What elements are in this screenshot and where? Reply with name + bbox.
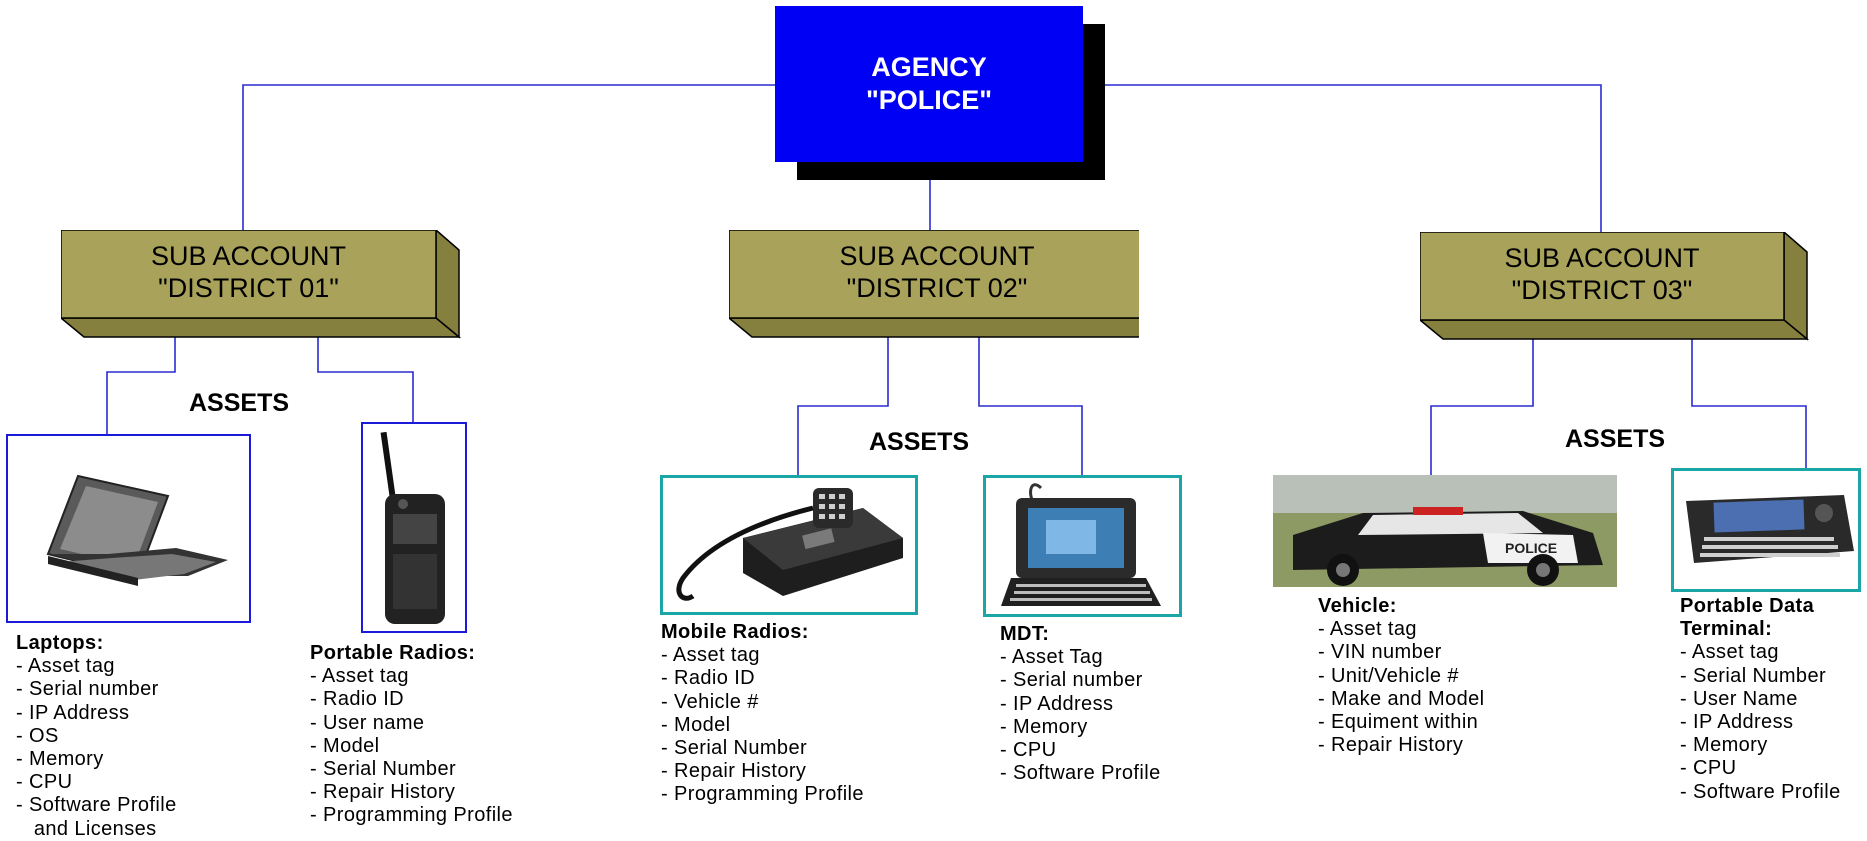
pdt-item: - Serial Number — [1680, 664, 1827, 687]
police-car-icon: POLICE — [1273, 475, 1617, 587]
portable-radios-item: - User name — [310, 711, 425, 734]
portable-radios-info: Portable Radios: - Asset tag - Radio ID … — [310, 642, 513, 828]
district-01-assets-label: ASSETS — [189, 389, 290, 417]
laptops-item: - Serial number — [16, 678, 159, 701]
vehicle-item: - Repair History — [1318, 734, 1464, 757]
laptops-item: - Software Profile — [16, 794, 177, 817]
mobile-radios-item: - Repair History — [661, 760, 807, 783]
connector-agency-district03 — [1083, 84, 1602, 233]
district-02-assets-label: ASSETS — [869, 428, 970, 456]
portable-data-terminal-image — [1671, 468, 1861, 592]
mdt-icon — [1001, 483, 1161, 606]
vehicle-item: - VIN number — [1318, 641, 1442, 664]
sub-account-district-02: SUB ACCOUNT "DISTRICT 02" — [729, 230, 1139, 338]
mobile-radios-item: - Radio ID — [661, 667, 756, 690]
mobile-radios-item: - Programming Profile — [661, 783, 864, 806]
mdt-item: - Software Profile — [1000, 762, 1161, 785]
mdt-item: - Asset Tag — [1000, 646, 1103, 669]
laptops-item: - IP Address — [16, 701, 130, 724]
portable-radios-item: - Programming Profile — [310, 804, 513, 827]
vehicle-item: - Unit/Vehicle # — [1318, 664, 1459, 687]
connector-d3-pdt — [1691, 320, 1807, 468]
mdt-item: - IP Address — [1000, 692, 1114, 715]
mobile-radios-item: - Vehicle # — [661, 690, 759, 713]
pdt-item: - Asset tag — [1680, 641, 1779, 664]
mobile-radios-info: Mobile Radios: - Asset tag - Radio ID - … — [661, 621, 864, 807]
district-03-line2: "DISTRICT 03" — [1511, 275, 1693, 305]
district-02-line2: "DISTRICT 02" — [846, 273, 1028, 303]
mobile-radios-item: - Serial Number — [661, 737, 808, 760]
portable-data-terminal-info: Portable Data Terminal: - Asset tag - Se… — [1680, 595, 1841, 804]
portable-radios-item: - Model — [310, 734, 380, 757]
laptops-item: - Asset tag — [16, 655, 115, 678]
connector-d2-mobile-radio — [797, 320, 889, 475]
pdt-item: - IP Address — [1680, 711, 1794, 734]
connector-agency-district01 — [242, 84, 775, 231]
connector-d3-vehicle — [1430, 320, 1534, 475]
pdt-item: - Memory — [1680, 734, 1768, 757]
car-decal: POLICE — [1505, 540, 1557, 556]
district-03-assets-label: ASSETS — [1565, 425, 1666, 453]
mobile-radio-image — [660, 475, 918, 615]
mdt-info: MDT: - Asset Tag - Serial number - IP Ad… — [1000, 623, 1161, 785]
agency-line1: AGENCY — [871, 52, 987, 82]
vehicle-item: - Make and Model — [1318, 687, 1485, 710]
agency-box: AGENCY "POLICE" — [775, 6, 1083, 162]
pdt-icon — [1686, 495, 1854, 563]
district-01-line2: "DISTRICT 01" — [158, 273, 339, 303]
district-01-line1: SUB ACCOUNT — [150, 241, 347, 271]
portable-radios-item: - Repair History — [310, 781, 456, 804]
vehicle-heading: Vehicle: — [1318, 595, 1397, 617]
mobile-radios-heading: Mobile Radios: — [661, 621, 809, 643]
mdt-item: - CPU — [1000, 739, 1057, 762]
pdt-item: - User Name — [1680, 687, 1798, 710]
mdt-item: - Serial number — [1000, 669, 1143, 692]
mobile-radio-icon — [676, 488, 903, 601]
radio-icon — [380, 431, 445, 624]
vehicle-item: - Equiment within — [1318, 711, 1479, 734]
mdt-image — [983, 475, 1182, 617]
mdt-heading: MDT: — [1000, 623, 1050, 645]
laptops-info: Laptops: - Asset tag - Serial number - I… — [16, 632, 177, 841]
portable-radios-item: - Serial Number — [310, 758, 457, 781]
vehicle-info: Vehicle: - Asset tag - VIN number - Unit… — [1318, 595, 1484, 757]
pdt-heading: Portable Data — [1680, 595, 1815, 617]
portable-radios-heading: Portable Radios: — [310, 642, 476, 664]
laptop-image — [6, 434, 251, 623]
portable-radios-item: - Radio ID — [310, 688, 405, 711]
mobile-radios-item: - Asset tag — [661, 644, 760, 667]
pdt-item: - Software Profile — [1680, 780, 1841, 803]
mobile-radios-item: - Model — [661, 713, 731, 736]
laptops-item: - CPU — [16, 771, 73, 794]
vehicle-item: - Asset tag — [1318, 618, 1417, 641]
laptops-item: - Memory — [16, 748, 104, 771]
agency-line2: "POLICE" — [865, 85, 993, 115]
portable-radio-image — [361, 422, 467, 633]
vehicle-image: POLICE — [1273, 475, 1617, 587]
pdt-item: - CPU — [1680, 757, 1737, 780]
district-03-line1: SUB ACCOUNT — [1504, 243, 1700, 273]
portable-radios-item: - Asset tag — [310, 665, 409, 688]
connector-d2-mdt — [978, 320, 1083, 475]
connector-d1-laptop — [106, 320, 176, 434]
sub-account-district-01: SUB ACCOUNT "DISTRICT 01" — [61, 230, 462, 339]
connector-d1-radio — [317, 320, 414, 422]
laptops-heading: Laptops: — [16, 632, 104, 654]
district-02-line1: SUB ACCOUNT — [839, 241, 1035, 271]
laptops-item: - OS — [16, 724, 59, 747]
pdt-heading-line2: Terminal: — [1680, 618, 1773, 641]
laptops-item: and Licenses — [16, 817, 157, 840]
laptop-icon — [46, 474, 228, 586]
mdt-item: - Memory — [1000, 715, 1088, 738]
sub-account-district-03: SUB ACCOUNT "DISTRICT 03" — [1420, 232, 1810, 341]
